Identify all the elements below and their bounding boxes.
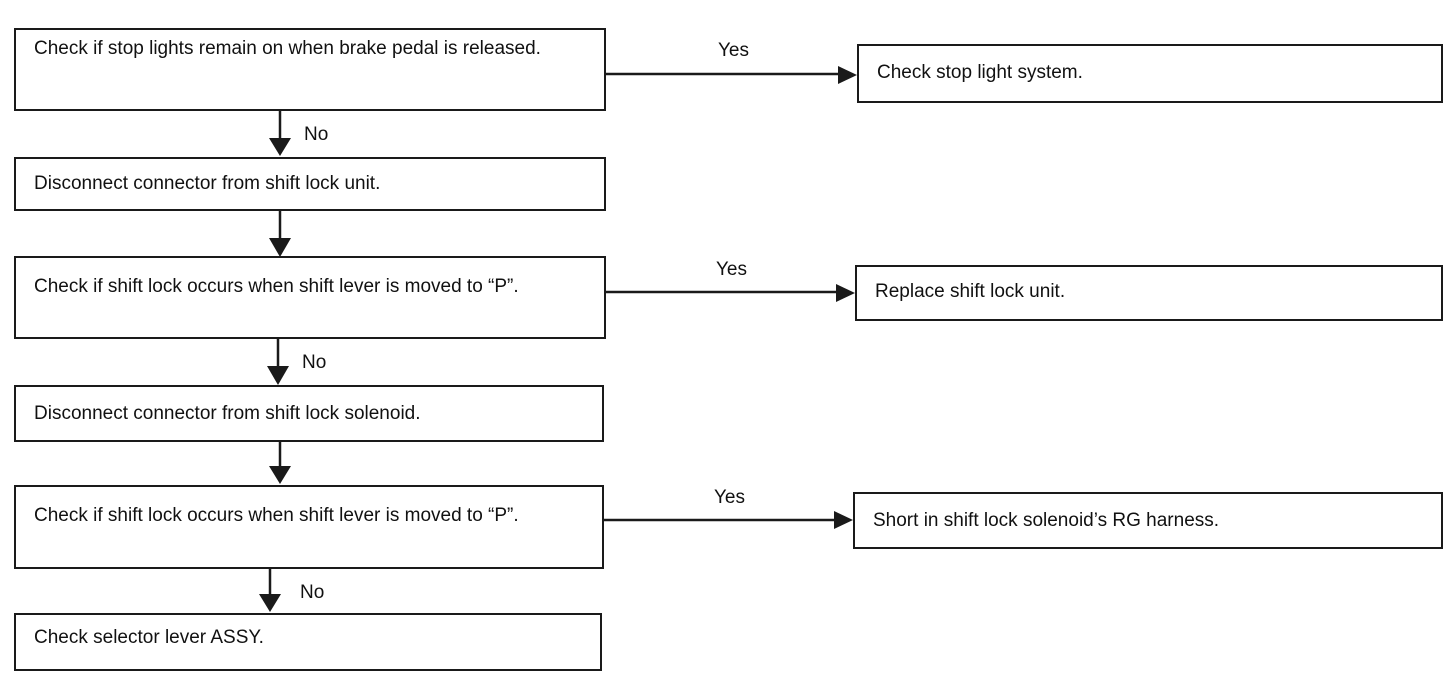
no-label: No: [300, 582, 325, 603]
step-text: Check selector lever ASSY.: [34, 627, 264, 648]
step-text: Disconnect connector from shift lock sol…: [34, 403, 421, 424]
result-text: Replace shift lock unit.: [875, 281, 1066, 302]
right-arrowhead-1: [838, 66, 857, 84]
yes-label: Yes: [714, 487, 745, 508]
right-arrowhead-3: [834, 511, 853, 529]
result-check-stop-light-system: Check stop light system.: [857, 44, 1443, 103]
yes-label: Yes: [718, 40, 749, 61]
result-replace-shift-lock-unit: Replace shift lock unit.: [855, 265, 1443, 321]
down-arrowhead-3: [267, 366, 289, 385]
step-check-stop-lights: Check if stop lights remain on when brak…: [14, 28, 606, 111]
step-disconnect-shift-lock-solenoid: Disconnect connector from shift lock sol…: [14, 385, 604, 442]
result-text: Check stop light system.: [877, 62, 1083, 83]
step-check-selector-lever: Check selector lever ASSY.: [14, 613, 602, 671]
down-arrowhead-2: [269, 238, 291, 257]
right-arrowhead-2: [836, 284, 855, 302]
step-text: Check if stop lights remain on when brak…: [34, 38, 541, 59]
step-check-shift-lock-2: Check if shift lock occurs when shift le…: [14, 485, 604, 569]
step-text: Check if shift lock occurs when shift le…: [34, 505, 519, 526]
result-short-in-rg-harness: Short in shift lock solenoid’s RG harnes…: [853, 492, 1443, 549]
down-arrowhead-1: [269, 138, 291, 156]
yes-label: Yes: [716, 259, 747, 280]
result-text: Short in shift lock solenoid’s RG harnes…: [873, 510, 1220, 531]
step-text: Disconnect connector from shift lock uni…: [34, 173, 381, 194]
step-check-shift-lock-1: Check if shift lock occurs when shift le…: [14, 256, 606, 339]
no-label: No: [304, 124, 329, 145]
down-arrowhead-5: [259, 594, 281, 612]
no-label: No: [302, 352, 327, 373]
step-disconnect-shift-lock-unit: Disconnect connector from shift lock uni…: [14, 157, 606, 211]
step-text: Check if shift lock occurs when shift le…: [34, 276, 519, 297]
down-arrowhead-4: [269, 466, 291, 484]
